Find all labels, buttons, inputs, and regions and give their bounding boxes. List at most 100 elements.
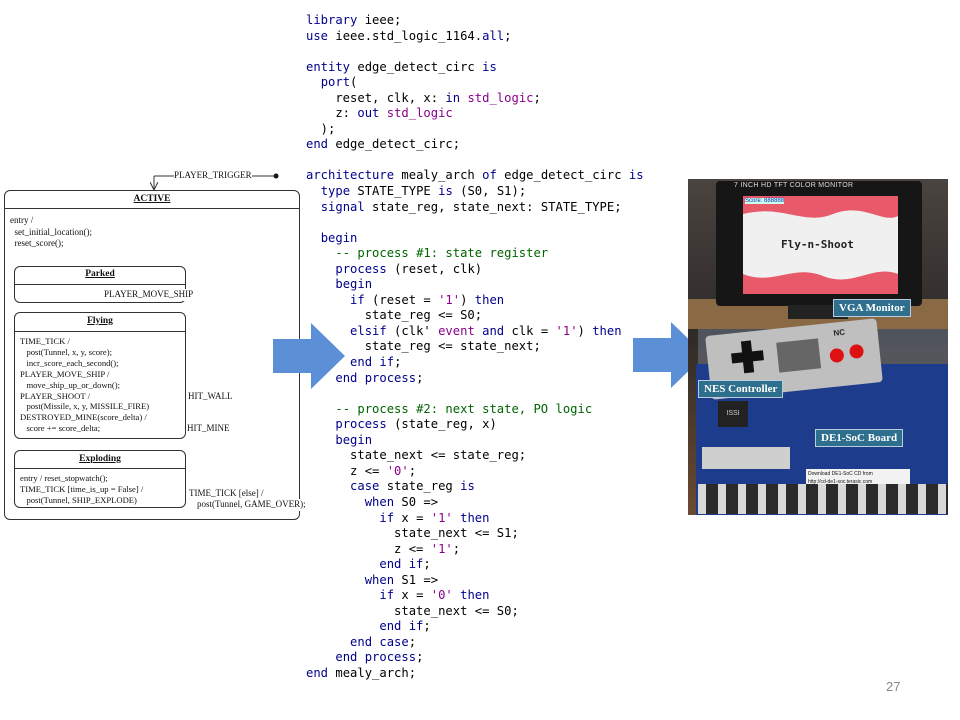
- code-token: ;: [394, 355, 402, 370]
- code-token: [306, 650, 335, 664]
- code-line: end mealy_arch;: [306, 666, 644, 682]
- code-token: [453, 588, 460, 602]
- code-line: library ieee;: [306, 13, 644, 29]
- code-token: [306, 588, 379, 602]
- code-token: case: [350, 479, 380, 494]
- code-token: ieee.std_logic_1164.: [328, 28, 483, 43]
- monitor-screen: Score: 888888 Fly-n-Shoot: [743, 196, 898, 294]
- code-token: use: [306, 28, 329, 43]
- code-token: ;: [452, 541, 461, 556]
- code-token: end process: [335, 650, 417, 665]
- code-line: state_next <= S1;: [306, 526, 644, 542]
- code-token: reset, clk, x:: [306, 90, 446, 105]
- code-token: architecture: [306, 168, 395, 183]
- code-token: state_reg <= state_next;: [306, 339, 541, 354]
- code-token: end: [306, 665, 329, 680]
- code-token: [379, 106, 386, 120]
- code-token: if: [350, 292, 365, 307]
- code-token: event: [438, 323, 475, 338]
- code-token: library: [306, 13, 358, 27]
- code-token: process: [335, 417, 387, 432]
- code-token: [306, 433, 335, 447]
- code-token: [306, 619, 379, 633]
- code-token: state_next <= S1;: [306, 526, 519, 541]
- code-token: in: [445, 90, 461, 105]
- active-divider: [5, 208, 299, 209]
- code-line: end case;: [306, 635, 644, 651]
- code-line: end if;: [306, 355, 644, 371]
- code-token: [306, 277, 335, 291]
- code-token: std_logic: [467, 90, 534, 105]
- board-connectors: [702, 447, 790, 469]
- code-token: then: [474, 292, 505, 307]
- code-token: [306, 324, 350, 338]
- code-line: z <= '0';: [306, 464, 644, 480]
- code-line: [306, 44, 644, 60]
- controller-b-button: [829, 347, 845, 364]
- right-arrow-2: [633, 322, 705, 388]
- code-token: '1': [555, 323, 578, 338]
- code-line: entity edge_detect_circ is: [306, 60, 644, 76]
- code-line: [306, 153, 644, 169]
- code-line: end process;: [306, 371, 644, 387]
- code-line: -- process #2: next state, PO logic: [306, 402, 644, 418]
- code-token: ): [460, 292, 475, 307]
- code-token: port: [320, 75, 351, 90]
- flying-state: Flying TIME_TICK / post(Tunnel, x, y, sc…: [14, 312, 186, 439]
- code-token: is: [438, 184, 453, 199]
- code-token: [306, 293, 350, 307]
- code-token: [306, 246, 335, 260]
- code-token: z:: [306, 106, 358, 121]
- parked-divider: [15, 284, 185, 285]
- code-token: (: [350, 75, 358, 90]
- code-token: is: [482, 59, 497, 74]
- game-title: Fly-n-Shoot: [781, 238, 854, 251]
- code-token: ;: [423, 619, 431, 634]
- code-line: -- process #1: state register: [306, 246, 644, 262]
- code-token: when: [364, 572, 395, 587]
- code-token: (reset =: [364, 292, 439, 307]
- code-token: end if: [379, 619, 424, 634]
- board-label-line-1: Download DE1-SoC CD from: [808, 471, 873, 477]
- controller-badge: NC: [833, 327, 846, 338]
- code-line: state_reg <= state_next;: [306, 339, 644, 355]
- code-token: begin: [335, 432, 373, 447]
- code-token: ;: [504, 28, 512, 43]
- code-line: end process;: [306, 650, 644, 666]
- code-token: end case: [350, 634, 409, 649]
- code-token: all: [482, 28, 505, 43]
- code-token: elsif: [350, 323, 387, 338]
- code-token: ;: [416, 650, 424, 665]
- code-token: out: [357, 106, 380, 121]
- code-line: elsif (clk' event and clk = '1') then: [306, 324, 644, 340]
- code-line: z <= '1';: [306, 542, 644, 558]
- code-token: STATE_TYPE: [350, 184, 439, 199]
- code-line: if x = '1' then: [306, 511, 644, 527]
- code-token: state_reg: [379, 479, 461, 494]
- code-token: type: [320, 184, 351, 199]
- code-line: process (reset, clk): [306, 262, 644, 278]
- code-token: S0 =>: [394, 494, 439, 509]
- code-token: '1': [430, 510, 453, 525]
- code-line: architecture mealy_arch of edge_detect_c…: [306, 168, 644, 184]
- active-entry-text: entry / set_initial_location(); reset_sc…: [10, 215, 92, 248]
- code-token: (S0, S1);: [452, 184, 527, 199]
- board-chip: ISSI: [718, 401, 748, 427]
- code-token: ieee;: [357, 13, 402, 27]
- code-token: z <=: [306, 541, 431, 556]
- code-token: (reset, clk): [386, 261, 483, 276]
- right-arrow-1: [273, 323, 345, 389]
- code-token: end if: [350, 355, 395, 370]
- code-token: [306, 417, 335, 431]
- code-line: type STATE_TYPE is (S0, S1);: [306, 184, 644, 200]
- code-line: begin: [306, 231, 644, 247]
- code-line: when S0 =>: [306, 495, 644, 511]
- code-token: process: [335, 261, 387, 276]
- exploding-divider: [15, 468, 185, 469]
- code-token: [306, 200, 321, 214]
- code-token: [306, 355, 350, 369]
- code-token: is: [628, 168, 644, 183]
- code-token: end: [306, 137, 329, 152]
- code-token: (state_reg, x): [386, 417, 497, 432]
- game-tunnel: [743, 210, 898, 280]
